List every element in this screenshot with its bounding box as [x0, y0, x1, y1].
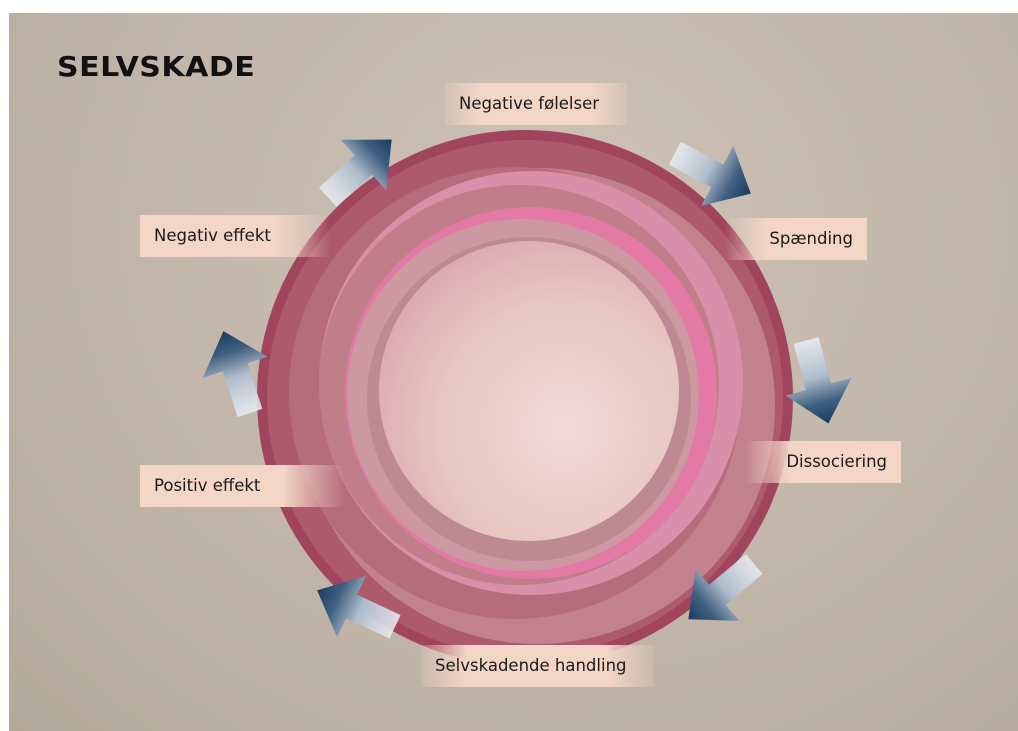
- center-disc: [379, 241, 679, 541]
- diagram-card: SELVSKADE: [9, 13, 1018, 731]
- stage-label-negativ-effekt: Negativ effekt: [140, 215, 330, 257]
- stage-label-negative-folelser: Negative følelser: [445, 83, 627, 125]
- stage-label-selvskadende-handling: Selvskadende handling: [421, 645, 653, 687]
- stage-label-dissociering: Dissociering: [745, 441, 901, 483]
- stage-label-positiv-effekt: Positiv effekt: [140, 465, 345, 507]
- stage-label-spaending: Spænding: [725, 218, 867, 260]
